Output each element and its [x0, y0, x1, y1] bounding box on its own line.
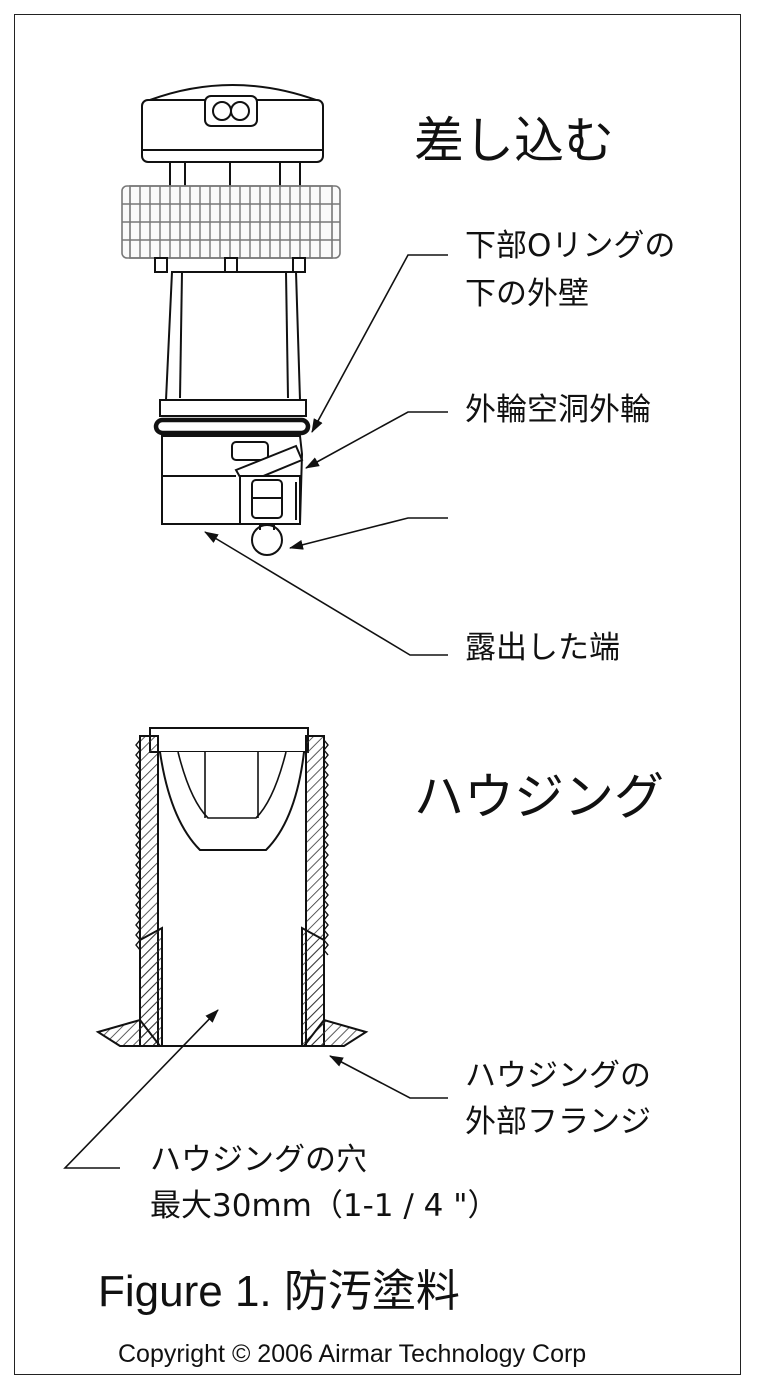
callout-housing-bore-line1: ハウジングの穴: [150, 1142, 367, 1178]
copyright-text: Copyright © 2006 Airmar Technology Corp: [118, 1340, 587, 1368]
figure-caption: Figure 1. 防汚塗料: [98, 1267, 460, 1316]
callout-housing-flange-line2: 外部フランジ: [465, 1104, 651, 1140]
callout-lower-oring-line1: 下部Oリングの: [465, 228, 676, 264]
callout-housing-flange-line1: ハウジングの: [465, 1058, 651, 1094]
figure-frame: [14, 14, 741, 1375]
insert-leaders: [204, 254, 448, 656]
callout-exposed-edge: 露出した端: [465, 630, 620, 666]
housing-drawing: [95, 727, 369, 1047]
housing-title: ハウジング: [414, 768, 664, 826]
insert-drawing: [121, 84, 341, 556]
insert-title: 差し込む: [414, 112, 614, 170]
housing-leaders: [63, 1009, 448, 1169]
callout-outer-ring-cavity: 外輪空洞外輪: [465, 392, 651, 428]
callout-lower-oring-line2: 下の外壁: [465, 276, 589, 312]
callout-housing-bore-line2: 最大30mm（1-1 / 4 "）: [150, 1188, 499, 1224]
